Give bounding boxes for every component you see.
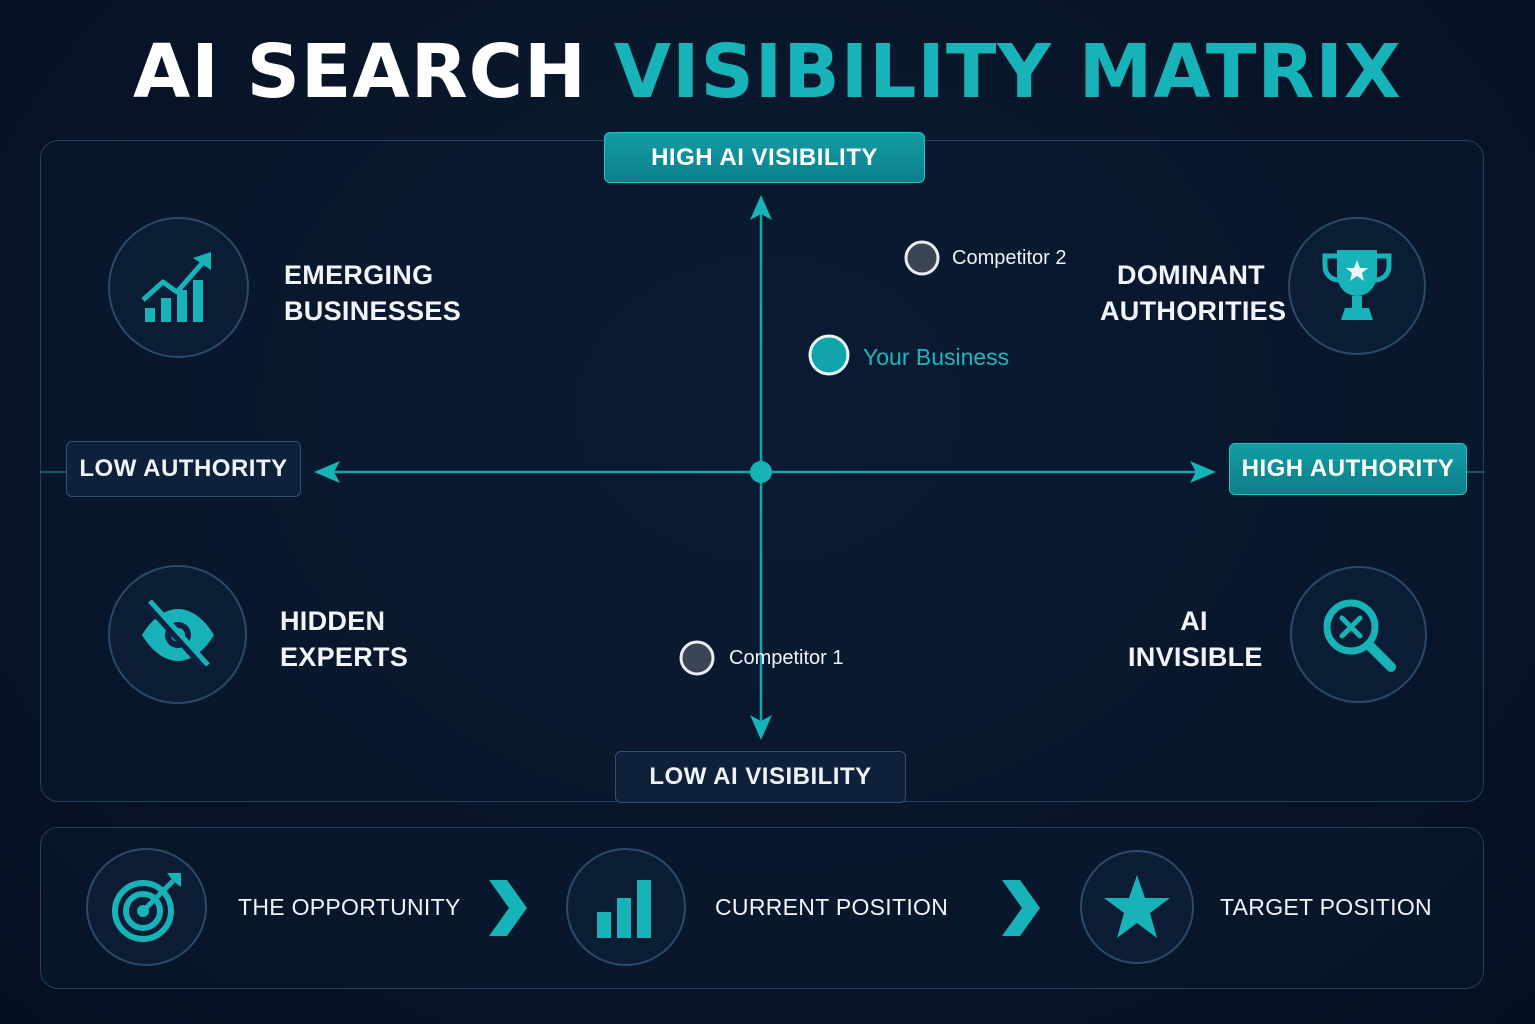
- star-icon: [1080, 850, 1194, 964]
- axis-label-low-visibility: LOW AI VISIBILITY: [615, 751, 906, 803]
- quadrant-label-line: HIDDEN: [280, 606, 386, 636]
- axis-label-high-visibility: HIGH AI VISIBILITY: [604, 132, 925, 183]
- competitor-1-label: Competitor 1: [729, 647, 844, 669]
- title-part-2: VISIBILITY MATRIX: [613, 29, 1402, 115]
- axis-label-low-authority: LOW AUTHORITY: [66, 441, 301, 497]
- chevron-right-icon: [1002, 880, 1040, 936]
- quadrant-label-line: EMERGING: [284, 260, 434, 290]
- quadrant-hidden-experts: HIDDEN EXPERTS: [280, 603, 408, 675]
- quadrant-dominant-authorities: DOMINANT AUTHORITIES: [1100, 257, 1287, 329]
- arrow-left-icon: [314, 461, 340, 483]
- quadrant-label-line: EXPERTS: [280, 642, 409, 672]
- competitor-2-label: Competitor 2: [952, 247, 1067, 269]
- title-part-1: AI SEARCH: [133, 29, 587, 115]
- step-target-position: TARGET POSITION: [1220, 894, 1432, 920]
- your-business-dot: [808, 334, 850, 376]
- quadrant-emerging-businesses: EMERGING BUSINESSES: [284, 257, 461, 329]
- quadrant-label-line: DOMINANT: [1117, 260, 1265, 290]
- steps-panel: [40, 827, 1484, 989]
- quadrant-label-line: AUTHORITIES: [1100, 296, 1287, 326]
- bar-chart-icon: [566, 848, 686, 966]
- quadrant-label-line: BUSINESSES: [284, 296, 462, 326]
- growth-chart-icon: [108, 217, 249, 358]
- your-business-label: Your Business: [863, 344, 1010, 370]
- target-icon: [86, 848, 207, 966]
- quadrant-label-line: INVISIBLE: [1128, 642, 1263, 672]
- step-current-position: CURRENT POSITION: [715, 894, 949, 920]
- arrow-down-icon: [750, 715, 772, 740]
- search-x-icon: [1290, 566, 1427, 703]
- quadrant-label-line: AI: [1180, 606, 1208, 636]
- quadrant-ai-invisible: AI INVISIBLE: [1128, 603, 1263, 675]
- eye-slash-icon: [108, 565, 247, 704]
- trophy-icon: [1288, 217, 1426, 355]
- step-the-opportunity: THE OPPORTUNITY: [238, 894, 461, 920]
- competitor-1-dot: [679, 640, 715, 676]
- competitor-2-dot: [904, 240, 940, 276]
- arrow-up-icon: [750, 195, 772, 220]
- chevron-right-icon: [489, 880, 527, 936]
- page-title: AI SEARCH VISIBILITY MATRIX: [0, 22, 1535, 122]
- axis-origin-dot: [750, 461, 772, 483]
- axis-label-high-authority: HIGH AUTHORITY: [1229, 443, 1467, 495]
- arrow-right-icon: [1190, 461, 1216, 483]
